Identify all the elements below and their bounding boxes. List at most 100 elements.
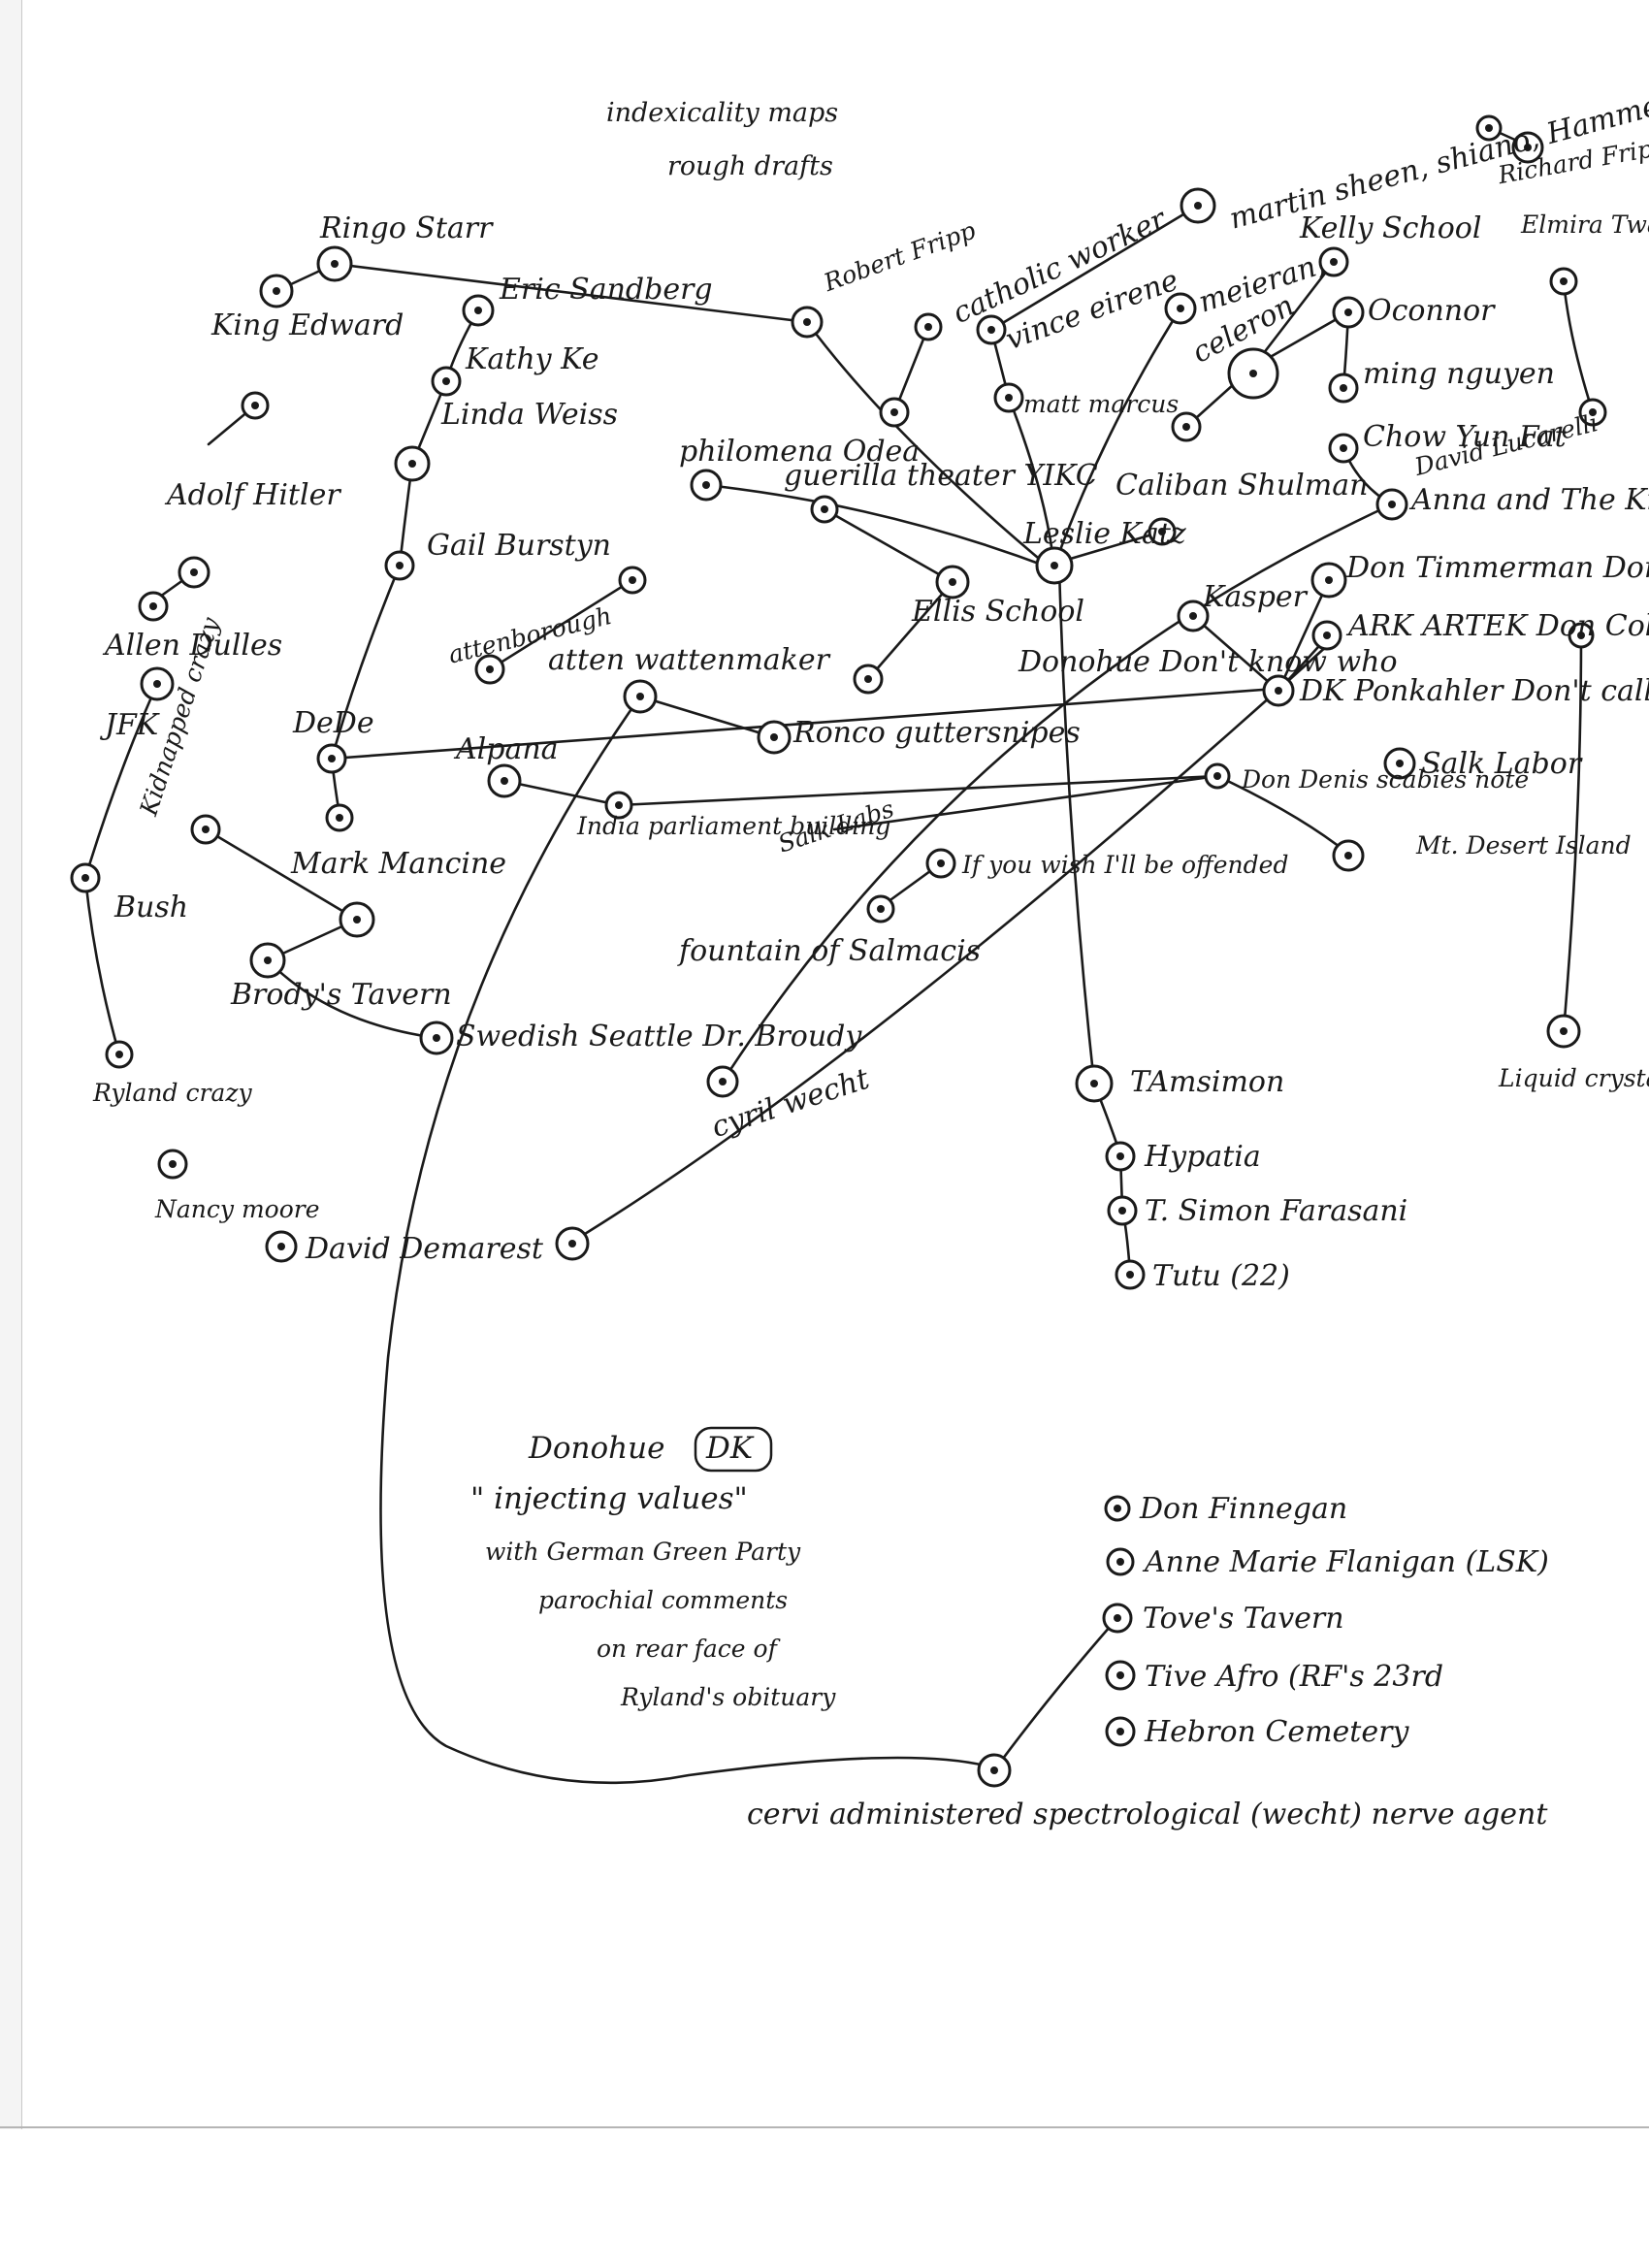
node-marker-bush[interactable]	[70, 862, 101, 893]
node-marker-brodys[interactable]	[249, 942, 286, 979]
node-marker-mark2[interactable]	[339, 901, 375, 938]
label-david: David Demarest	[305, 1232, 544, 1266]
node-marker-kidnapped[interactable]	[190, 814, 221, 845]
node-marker-arkartek-right[interactable]	[1568, 622, 1595, 649]
node-marker-celeron[interactable]	[1227, 347, 1279, 400]
edge-kasper-dk	[1191, 614, 1280, 693]
node-marker-tutu[interactable]	[1115, 1259, 1146, 1290]
label-elmira: Elmira Twain	[1520, 211, 1649, 239]
node-marker-annemarie[interactable]	[1106, 1547, 1135, 1576]
node-marker-caliban2[interactable]	[1171, 411, 1202, 442]
label-salk-labs: Salk Labs	[775, 794, 897, 859]
node-marker-richard[interactable]	[1475, 114, 1503, 142]
label-farasani: T. Simon Farasani	[1145, 1194, 1407, 1228]
node-marker-ringo[interactable]	[316, 245, 353, 282]
label-anna: Anna and The King	[1408, 483, 1649, 517]
node-marker-wattenmaker[interactable]	[623, 679, 658, 714]
node-marker-meieran[interactable]	[1164, 292, 1197, 325]
label-ark-artek: ARK ARTEK Don Collar	[1345, 609, 1649, 643]
node-marker-tamsimon[interactable]	[1075, 1064, 1114, 1103]
node-marker-salklabor[interactable]	[1383, 747, 1416, 780]
node-marker-anna[interactable]	[1375, 488, 1408, 521]
node-marker-cervi[interactable]	[977, 1753, 1012, 1788]
node-marker-toves[interactable]	[1102, 1603, 1133, 1634]
node-marker-tive[interactable]	[1105, 1660, 1136, 1691]
node-marker-swedish[interactable]	[419, 1021, 454, 1055]
node-marker-philomena2[interactable]	[879, 397, 910, 428]
label-kelly: Kelly School	[1299, 211, 1481, 245]
node-marker-caliban[interactable]	[1148, 517, 1177, 546]
node-marker-alpana[interactable]	[487, 763, 522, 798]
node-marker-catholic[interactable]	[914, 312, 943, 341]
node-marker-ifyouwish-low[interactable]	[866, 894, 895, 923]
node-marker-ryland[interactable]	[105, 1040, 134, 1069]
node-marker-attenborough[interactable]	[474, 654, 505, 685]
label-adolf: Adolf Hitler	[164, 478, 341, 512]
node-marker-david-right[interactable]	[555, 1226, 590, 1261]
node-marker-ifyouwish[interactable]	[925, 848, 956, 879]
node-marker-robertfripp[interactable]	[791, 306, 824, 339]
node-marker-allen[interactable]	[138, 591, 169, 622]
node-marker-philomena[interactable]	[690, 469, 723, 502]
node-marker-india[interactable]	[604, 791, 633, 820]
label-ryland: Ryland crazy	[92, 1079, 252, 1107]
node-marker-david[interactable]	[265, 1230, 298, 1263]
label-kasper: Kasper	[1202, 580, 1309, 614]
node-marker-gail[interactable]	[384, 550, 415, 581]
node-marker-dk[interactable]	[1262, 674, 1295, 707]
node-marker-dontimmerman[interactable]	[1310, 562, 1347, 599]
note-line2: " injecting values"	[470, 1481, 748, 1516]
node-marker-guerilla[interactable]	[810, 495, 839, 524]
edge-ringo-robertfripp	[333, 262, 809, 324]
label-tutu: Tutu (22)	[1152, 1259, 1290, 1293]
header-title: indexicality maps	[606, 98, 838, 128]
edge-alpana-india	[502, 779, 621, 807]
label-guerilla: guerilla theater YIKC	[784, 459, 1098, 493]
node-marker-oconnor[interactable]	[1332, 296, 1365, 329]
label-tive: Tive Afro (RF's 23rd	[1145, 1660, 1443, 1694]
node-marker-ronco[interactable]	[757, 720, 792, 755]
node-marker-arkartek[interactable]	[1311, 620, 1342, 651]
node-marker-kathy[interactable]	[431, 366, 462, 397]
node-marker-kasper[interactable]	[1177, 599, 1210, 632]
node-marker-liquid[interactable]	[1546, 1014, 1581, 1049]
node-marker-atten[interactable]	[618, 566, 647, 595]
node-marker-mark[interactable]	[325, 803, 354, 832]
node-marker-elmira[interactable]	[1549, 267, 1578, 296]
node-marker-hypatia[interactable]	[1105, 1141, 1136, 1172]
node-marker-matt[interactable]	[993, 382, 1024, 413]
node-marker-king[interactable]	[259, 274, 294, 308]
label-caliban: Caliban Shulman	[1116, 469, 1368, 502]
node-marker-hebron[interactable]	[1105, 1716, 1136, 1747]
node-marker-vince[interactable]	[976, 314, 1007, 345]
edge-arkartek-liquid	[1562, 633, 1583, 1033]
label-chow: Chow Yun Fat	[1363, 420, 1568, 454]
node-marker-offended[interactable]	[1332, 839, 1365, 872]
node-marker-farasani[interactable]	[1107, 1195, 1138, 1226]
node-marker-ming[interactable]	[1328, 373, 1359, 404]
node-marker-leslie[interactable]	[1035, 546, 1074, 585]
node-marker-king-low[interactable]	[241, 391, 270, 420]
node-marker-ellis[interactable]	[935, 565, 970, 599]
node-marker-ronco-top[interactable]	[853, 664, 884, 695]
node-marker-richard2[interactable]	[1511, 131, 1544, 164]
node-marker-lucarelli[interactable]	[1578, 398, 1607, 427]
node-marker-finnegan[interactable]	[1104, 1495, 1131, 1522]
node-marker-dede[interactable]	[316, 743, 347, 774]
node-marker-kelly[interactable]	[1318, 246, 1349, 277]
note-dk: DK	[705, 1431, 755, 1466]
node-marker-linda[interactable]	[394, 445, 431, 482]
node-marker-nancy[interactable]	[157, 1149, 188, 1180]
node-marker-jfk[interactable]	[140, 666, 175, 701]
label-dede: DeDe	[292, 706, 374, 740]
edge-cyril-annaking	[721, 502, 1394, 1084]
node-marker-eric[interactable]	[462, 294, 495, 327]
label-salk-labor: Salk Labor	[1421, 747, 1583, 781]
node-marker-cyril[interactable]	[706, 1065, 739, 1098]
node-marker-dondenis[interactable]	[1204, 762, 1231, 790]
label-ringo-starr: Ringo Starr	[319, 211, 494, 245]
node-marker-adolf[interactable]	[178, 556, 210, 589]
node-marker-martin[interactable]	[1180, 187, 1216, 224]
node-marker-chow[interactable]	[1328, 433, 1359, 464]
